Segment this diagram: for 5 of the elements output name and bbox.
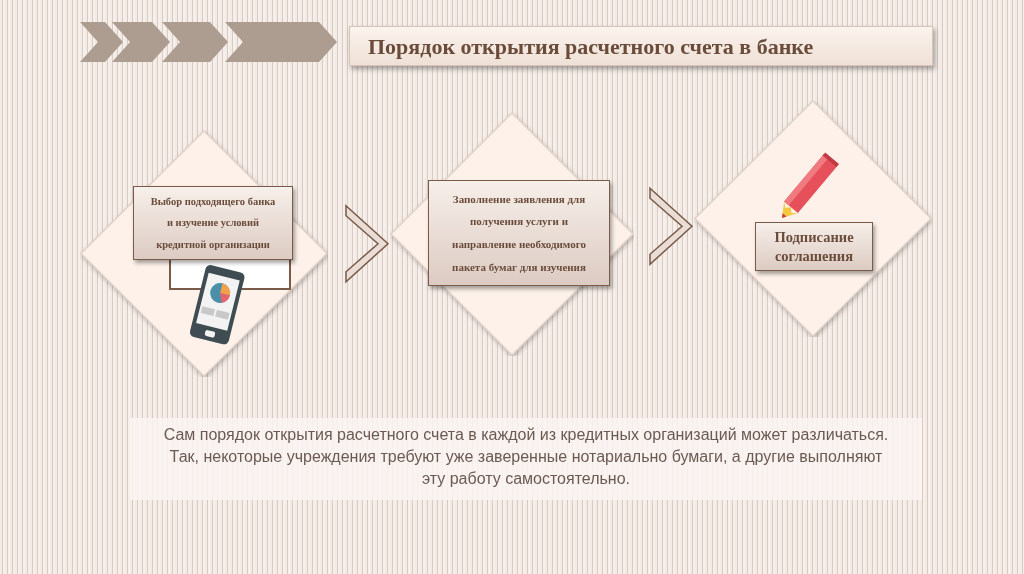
step-box: Подписание соглашения (755, 222, 873, 271)
step-box: Выбор подходящего банка и изучение условий кредитной организации (133, 186, 293, 260)
title-banner: Порядок открытия расчетного счета в банке (349, 26, 933, 66)
step-box: Заполнение заявления для получения услуги и направление необходимого пакета бумаг для изучения (428, 180, 610, 286)
description-text: Сам порядок открытия расчетного счета в каждой из кредитных организаций может различаться. Так, некоторые учреждения требуют уже заверенные нотариально бумаги, а другие выполняют эту работу самостоятельно. (130, 418, 922, 500)
